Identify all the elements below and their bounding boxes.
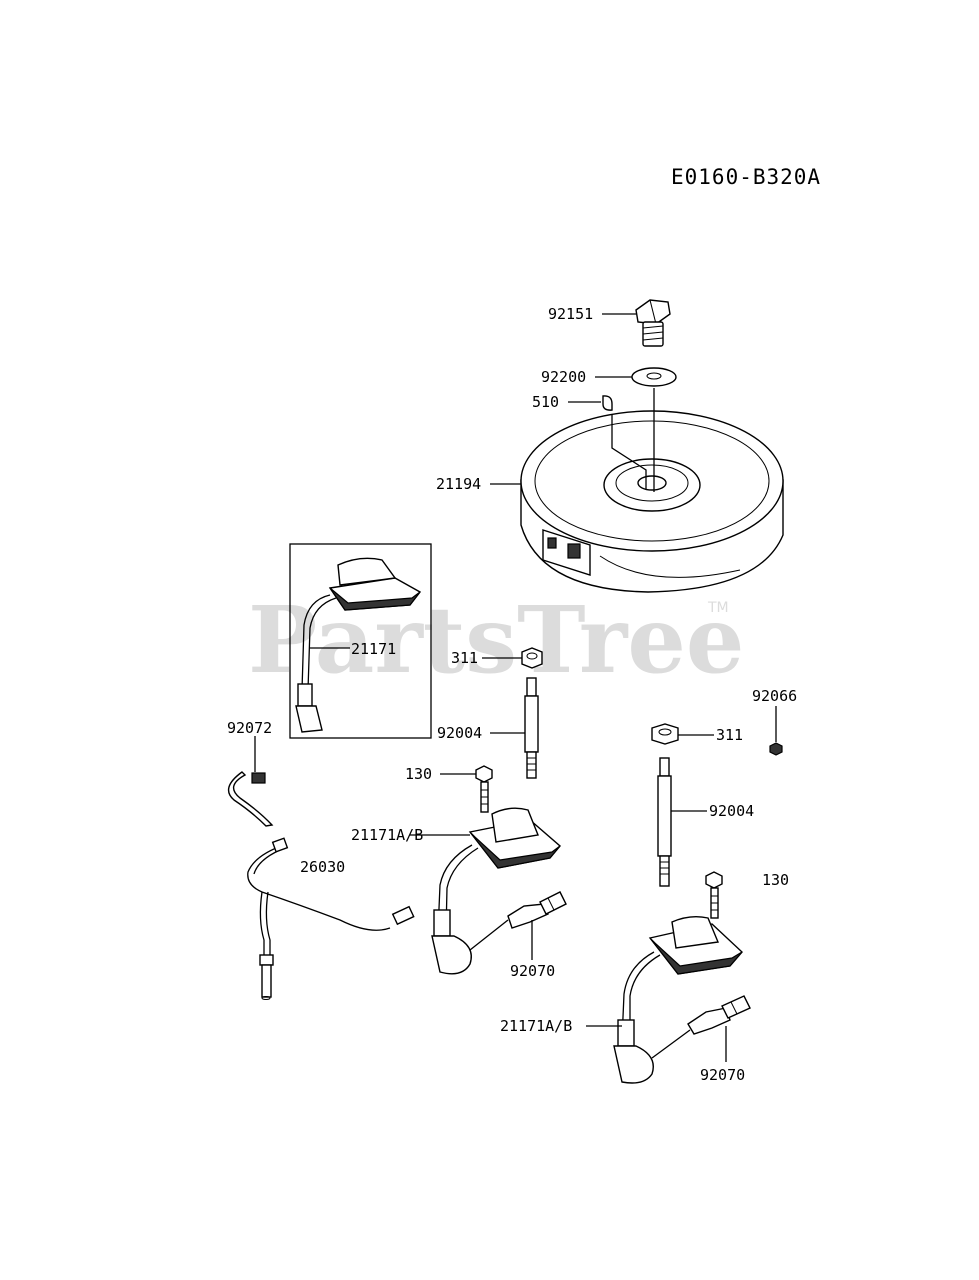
label-311-right[interactable]: 311 (716, 726, 743, 744)
diagram-code: E0160-B320A (671, 165, 821, 189)
nut-part-right[interactable] (651, 723, 679, 745)
washer-part[interactable] (631, 367, 677, 387)
spark-plug-center-part[interactable] (469, 891, 567, 951)
label-130-left[interactable]: 130 (405, 765, 432, 783)
label-21194[interactable]: 21194 (436, 475, 481, 493)
ignition-coil-center-part[interactable] (431, 807, 561, 975)
label-21171AB-right[interactable]: 21171A/B (500, 1017, 572, 1035)
label-130-right[interactable]: 130 (762, 871, 789, 889)
stud-part-left[interactable] (524, 677, 539, 779)
ignition-coil-assembly-part[interactable] (295, 557, 422, 733)
wire-harness-part[interactable] (247, 837, 415, 1000)
flywheel-bolt-part[interactable] (635, 299, 671, 347)
label-92070-center[interactable]: 92070 (510, 962, 555, 980)
nut-part-small[interactable] (769, 742, 783, 756)
label-92004-left[interactable]: 92004 (437, 724, 482, 742)
label-92004-right[interactable]: 92004 (709, 802, 754, 820)
label-510[interactable]: 510 (532, 393, 559, 411)
label-92066[interactable]: 92066 (752, 687, 797, 705)
bolt-part-left[interactable] (475, 765, 493, 813)
label-21171[interactable]: 21171 (351, 640, 396, 658)
label-92151[interactable]: 92151 (548, 305, 593, 323)
bolt-part-right[interactable] (705, 871, 723, 919)
flywheel-part[interactable] (520, 410, 784, 593)
label-26030[interactable]: 26030 (300, 858, 345, 876)
spark-plug-right-part[interactable] (651, 995, 751, 1059)
label-92072[interactable]: 92072 (227, 719, 272, 737)
stud-part-right[interactable] (657, 757, 672, 887)
label-92200[interactable]: 92200 (541, 368, 586, 386)
wire-clamp-part[interactable] (227, 771, 274, 827)
label-21171AB-center[interactable]: 21171A/B (351, 826, 423, 844)
watermark: PartsTree (248, 586, 744, 694)
woodruff-key-part[interactable] (602, 395, 613, 411)
label-311-left[interactable]: 311 (451, 649, 478, 667)
ignition-coil-right-part[interactable] (613, 915, 743, 1084)
label-92070-right[interactable]: 92070 (700, 1066, 745, 1084)
trademark-symbol: TM (707, 600, 729, 616)
nut-part-left[interactable] (521, 647, 543, 669)
ignition-coil-box (289, 543, 432, 739)
